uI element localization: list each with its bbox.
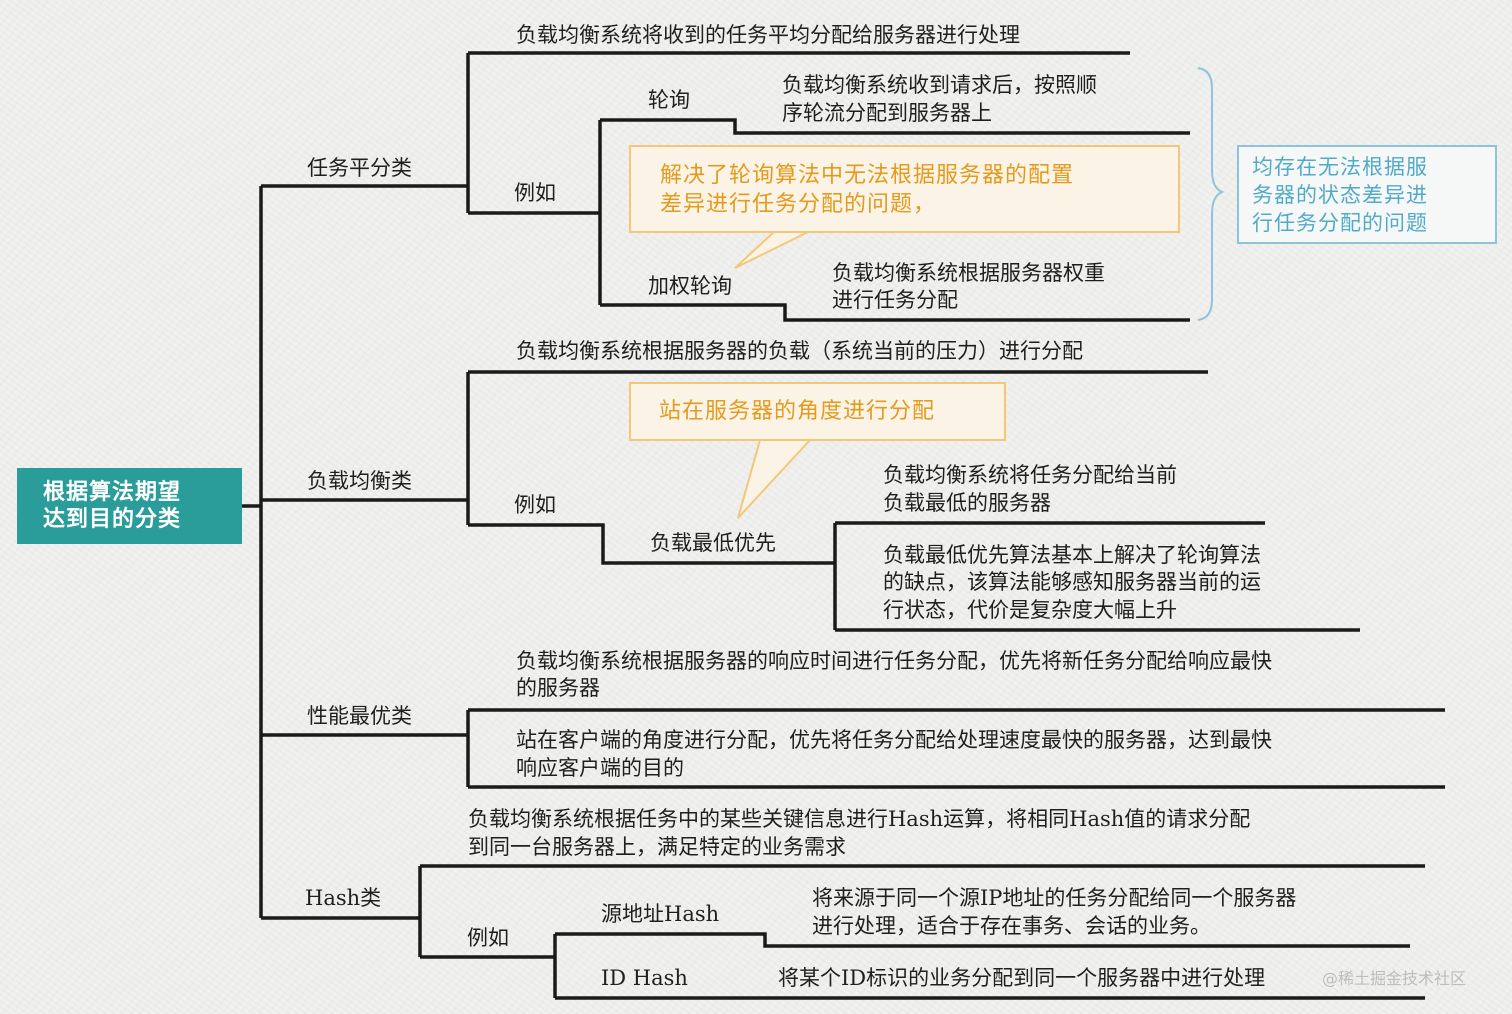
weighted-callout-line-2: 差异进行任务分配的问题， xyxy=(660,192,937,217)
round-robin-label: 轮询 xyxy=(648,88,690,112)
weighted-callout: 解决了轮询算法中无法根据服务器的配置 差异进行任务分配的问题， xyxy=(629,145,1180,233)
least-load-note-2: 的缺点，该算法能够感知服务器当前的运 xyxy=(883,570,1261,594)
root-line-1: 根据算法期望 xyxy=(43,480,182,505)
round-robin-note: 均存在无法根据服 务器的状态差异进 行任务分配的问题 xyxy=(1237,145,1497,244)
load-callout-text: 站在服务器的角度进行分配 xyxy=(659,399,936,424)
round-robin-desc-1: 负载均衡系统收到请求后，按照顺 xyxy=(782,73,1097,97)
task-branch-label: 任务平分类 xyxy=(307,156,412,180)
task-desc: 负载均衡系统将收到的任务平均分配给服务器进行处理 xyxy=(516,23,1020,47)
root-line-2: 达到目的分类 xyxy=(43,507,182,532)
least-load-label: 负载最低优先 xyxy=(650,531,776,555)
task-example-label: 例如 xyxy=(514,181,556,205)
id-hash-label: ID Hash xyxy=(601,966,688,990)
curly-brace xyxy=(1197,67,1225,321)
hash-desc-2: 到同一台服务器上，满足特定的业务需求 xyxy=(468,835,846,859)
round-robin-note-line-3: 行任务分配的问题 xyxy=(1252,211,1428,235)
perf-desc-1: 负载均衡系统根据服务器的响应时间进行任务分配，优先将新任务分配给响应最快 xyxy=(516,649,1272,673)
load-example-line xyxy=(468,523,835,565)
perf-note-2: 响应客户端的目的 xyxy=(516,756,684,780)
round-robin-note-line-1: 均存在无法根据服 xyxy=(1252,155,1428,179)
round-robin-line xyxy=(600,118,1190,135)
least-load-desc-1: 负载均衡系统将任务分配给当前 xyxy=(883,463,1177,487)
perf-note-1: 站在客户端的角度进行分配，优先将任务分配给处理速度最快的服务器，达到最快 xyxy=(516,728,1272,752)
perf-branch-label: 性能最优类 xyxy=(307,704,412,728)
round-robin-note-line-2: 务器的状态差异进 xyxy=(1252,183,1428,207)
load-branch-label: 负载均衡类 xyxy=(307,469,412,493)
weighted-desc-1: 负载均衡系统根据服务器权重 xyxy=(832,261,1105,285)
least-load-note-3: 行状态，代价是复杂度大幅上升 xyxy=(883,598,1177,622)
weighted-label: 加权轮询 xyxy=(648,274,732,298)
callout2-tail-edge xyxy=(737,439,811,519)
weighted-line xyxy=(600,303,1190,322)
source-hash-label: 源地址Hash xyxy=(601,902,720,926)
source-hash-desc-2: 进行处理，适合于存在事务、会话的业务。 xyxy=(812,914,1211,938)
load-callout: 站在服务器的角度进行分配 xyxy=(629,382,1006,441)
callout1-tail-edge xyxy=(734,230,811,269)
source-hash-desc-1: 将来源于同一个源IP地址的任务分配给同一个服务器 xyxy=(812,886,1297,910)
id-hash-desc: 将某个ID标识的业务分配到同一个服务器中进行处理 xyxy=(778,966,1266,990)
hash-example-label: 例如 xyxy=(467,926,509,950)
least-load-note-1: 负载最低优先算法基本上解决了轮询算法 xyxy=(883,543,1261,567)
root-node: 根据算法期望 达到目的分类 xyxy=(17,468,242,544)
load-example-label: 例如 xyxy=(514,493,556,517)
load-desc: 负载均衡系统根据服务器的负载（系统当前的压力）进行分配 xyxy=(516,339,1083,363)
hash-desc-1: 负载均衡系统根据任务中的某些关键信息进行Hash运算，将相同Hash值的请求分配 xyxy=(468,807,1251,831)
perf-desc-2: 的服务器 xyxy=(516,676,600,700)
least-load-desc-2: 负载最低的服务器 xyxy=(883,491,1051,515)
weighted-desc-2: 进行任务分配 xyxy=(832,288,958,312)
round-robin-desc-2: 序轮流分配到服务器上 xyxy=(782,101,992,125)
weighted-callout-line-1: 解决了轮询算法中无法根据服务器的配置 xyxy=(660,163,1075,188)
source-hash-line xyxy=(555,932,1410,948)
hash-branch-label: Hash类 xyxy=(305,886,382,910)
watermark: @稀土掘金技术社区 xyxy=(1322,969,1467,988)
